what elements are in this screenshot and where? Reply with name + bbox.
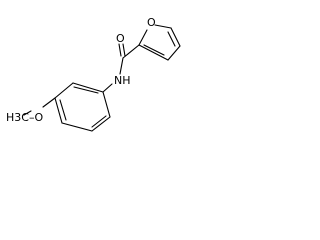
bond-ar-o — [42, 97, 56, 108]
furan-oxygen-label: O — [147, 16, 156, 29]
amide-linkage — [102, 43, 140, 93]
bond-furan-c4-c3 — [167, 45, 181, 61]
amide-nitrogen-label: NH — [114, 74, 131, 87]
benzene-ring — [54, 82, 111, 132]
bond-furan-c5-c4-inner — [167, 31, 176, 47]
bond-ar-inner-2 — [59, 99, 67, 121]
carbonyl-oxygen-label: O — [116, 32, 125, 45]
bond-ar-c6-c1 — [102, 91, 111, 118]
bond-carbonyl-n — [119, 57, 124, 75]
bond-furan-o-c5 — [154, 24, 172, 29]
bond-furan-o-c2 — [138, 29, 148, 46]
bond-carbonyl-double-2 — [122, 43, 126, 57]
bond-ar-c4-c5 — [61, 122, 93, 132]
molecule-structure: O O NH H3C–O — [6, 16, 181, 132]
bond-ar-inner-3 — [91, 115, 107, 128]
bond-furan-c5-c4 — [170, 27, 181, 47]
bond-furan-c3-c2-inner — [143, 44, 165, 56]
methoxy-label: H3C–O — [6, 111, 43, 124]
bond-ar-c3-c4 — [54, 97, 63, 124]
bond-ar-c2-c3 — [54, 82, 74, 99]
bond-ar-inner-1 — [73, 86, 99, 94]
bond-ar-c5-c6 — [91, 116, 111, 132]
bond-n-aryl — [102, 83, 113, 93]
bond-c2-carbonyl — [122, 44, 140, 59]
bond-o-ch3 — [23, 110, 32, 116]
methoxy — [23, 97, 56, 116]
bond-ar-c1-c2 — [72, 82, 104, 93]
bond-furan-c3-c2 — [138, 44, 169, 61]
furan-ring — [138, 24, 181, 61]
bond-carbonyl-double-1 — [118, 43, 122, 57]
